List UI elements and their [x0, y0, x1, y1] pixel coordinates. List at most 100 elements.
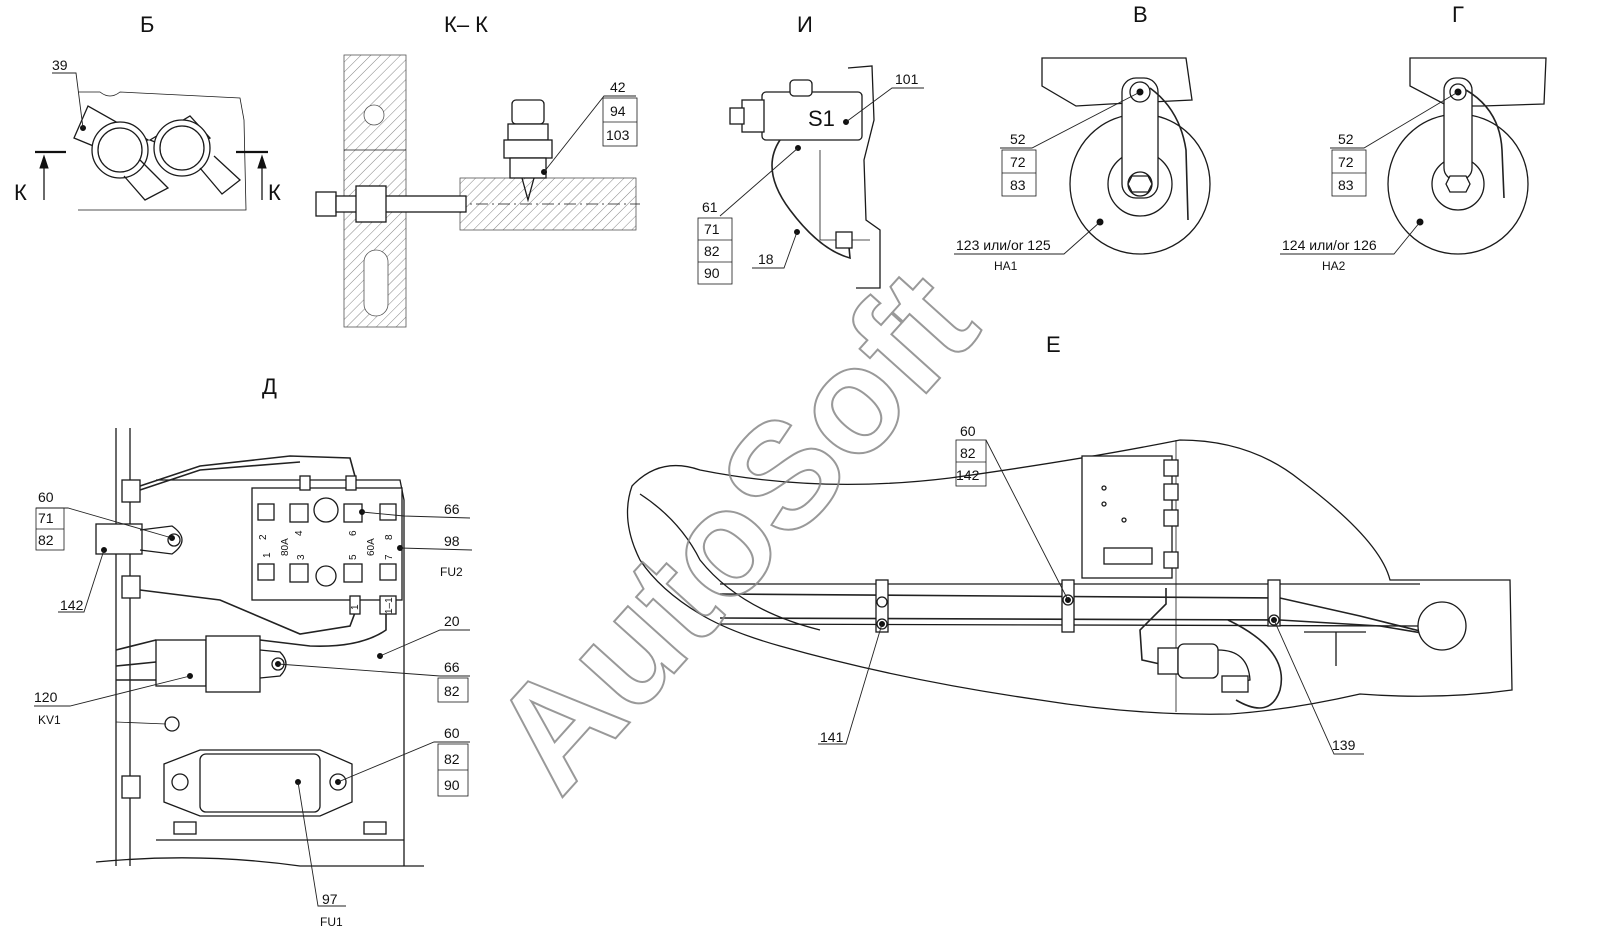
label-94: 94 — [610, 103, 626, 119]
view-b-connector-left — [73, 105, 170, 201]
watermark: AutoSoft — [459, 239, 1007, 822]
label-kv1: KV1 — [38, 713, 61, 727]
view-e-frame-outline — [626, 439, 1513, 715]
view-v-title: В — [1133, 2, 1148, 27]
label-66-d2: 66 — [444, 659, 460, 675]
label-103: 103 — [606, 127, 630, 143]
label-fu1: FU1 — [320, 915, 343, 929]
view-b-connector-right — [148, 115, 242, 195]
leader-20 — [379, 629, 470, 657]
fu2-terminal-1: 1 — [262, 552, 273, 558]
view-v-wire — [1149, 87, 1189, 221]
fuse-fu1 — [156, 749, 404, 841]
view-d-base — [95, 857, 424, 867]
fu2-wire-1-1: 1–1 — [384, 597, 395, 614]
horn-ha1 — [1069, 77, 1211, 255]
label-82-d2: 82 — [444, 683, 460, 699]
view-d-grommet-stem — [115, 721, 167, 725]
view-e-label-box — [955, 439, 987, 487]
view-e-plug-wire — [1139, 588, 1167, 665]
label-82-d3: 82 — [444, 751, 460, 767]
section-mark-right: К — [268, 180, 281, 205]
label-52-v: 52 — [1010, 131, 1026, 147]
label-97: 97 — [322, 891, 338, 907]
kk-slot — [363, 249, 389, 317]
view-d-box-2 — [437, 677, 469, 703]
relay-kv1 — [155, 635, 287, 693]
label-139: 139 — [1332, 737, 1356, 753]
view-e-harness-2 — [719, 617, 1441, 637]
label-42: 42 — [610, 79, 626, 95]
kk-leader — [543, 95, 636, 173]
label-61: 61 — [702, 199, 718, 215]
label-71-d: 71 — [38, 510, 54, 526]
switch-s1: S1 — [729, 79, 863, 141]
view-v: В 52 72 83 123 или/or 125 HA1 — [954, 2, 1211, 273]
label-fu2: FU2 — [440, 565, 463, 579]
view-d-clamp-3 — [121, 775, 141, 799]
leader-part-v — [954, 221, 1101, 255]
label-90: 90 — [704, 265, 720, 281]
view-i-plate — [819, 150, 870, 241]
fu2-terminal-8: 8 — [384, 534, 395, 540]
view-d-wire-top — [139, 455, 357, 487]
fuse-block-fu2: 2 4 6 8 1 3 5 7 80A 60A 1 1–1 — [251, 475, 403, 615]
view-d: Д — [34, 374, 473, 929]
leader-97 — [297, 781, 346, 907]
view-e-junction-box — [1081, 455, 1179, 579]
leader-139 — [1273, 619, 1364, 755]
view-b: Б 39 К К — [14, 12, 281, 211]
view-g-plate — [1409, 57, 1547, 107]
label-71: 71 — [704, 221, 720, 237]
label-82-e: 82 — [960, 445, 976, 461]
label-142-e: 142 — [956, 467, 980, 483]
fu2-terminal-6: 6 — [348, 530, 359, 536]
view-d-wire-relay — [259, 610, 387, 647]
leader-66-d2 — [277, 663, 470, 677]
label-83-g: 83 — [1338, 177, 1354, 193]
fu2-terminal-7: 7 — [384, 554, 395, 560]
leader-52-v — [1000, 91, 1141, 149]
view-kk: К– К 42 94 103 — [315, 12, 640, 328]
label-72-v: 72 — [1010, 154, 1026, 170]
label-18: 18 — [758, 251, 774, 267]
view-i-wire — [771, 139, 851, 260]
view-i-label-box — [697, 217, 733, 285]
view-i-bracket — [847, 65, 881, 289]
label-60-d1: 60 — [38, 489, 54, 505]
view-e-tee — [1304, 631, 1366, 666]
leader-142-d — [58, 549, 105, 613]
label-72-g: 72 — [1338, 154, 1354, 170]
view-e-title: Е — [1046, 332, 1061, 357]
view-i: И S1 101 61 71 82 90 18 — [697, 12, 924, 289]
label-142-d: 142 — [60, 597, 84, 613]
label-83-v: 83 — [1010, 177, 1026, 193]
label-98: 98 — [444, 533, 460, 549]
view-g-title: Г — [1452, 2, 1464, 27]
leader-66-d1 — [361, 511, 471, 519]
leader-120 — [34, 675, 191, 707]
arrow-up-icon — [257, 154, 267, 169]
label-90-d: 90 — [444, 777, 460, 793]
leader-141 — [818, 623, 883, 745]
view-d-wire-mid — [139, 589, 357, 635]
fu2-rating-60a: 60A — [366, 538, 377, 556]
kk-bolt — [315, 185, 467, 223]
fu2-terminal-5: 5 — [348, 554, 359, 560]
label-120: 120 — [34, 689, 58, 705]
label-part-g: 124 или/or 126 — [1282, 237, 1377, 253]
s1-label: S1 — [808, 106, 835, 131]
view-v-plate — [1041, 57, 1193, 107]
view-d-strap-tab — [139, 525, 183, 555]
label-52-g: 52 — [1338, 131, 1354, 147]
label-ha2: HA2 — [1322, 259, 1346, 273]
leader-61 — [719, 147, 799, 217]
label-141: 141 — [820, 729, 844, 745]
view-g-wire — [1465, 89, 1505, 199]
view-kk-title: К– К — [444, 12, 488, 37]
view-d-grommet — [164, 716, 180, 732]
label-101: 101 — [895, 71, 919, 87]
label-part-v: 123 или/or 125 — [956, 237, 1051, 253]
